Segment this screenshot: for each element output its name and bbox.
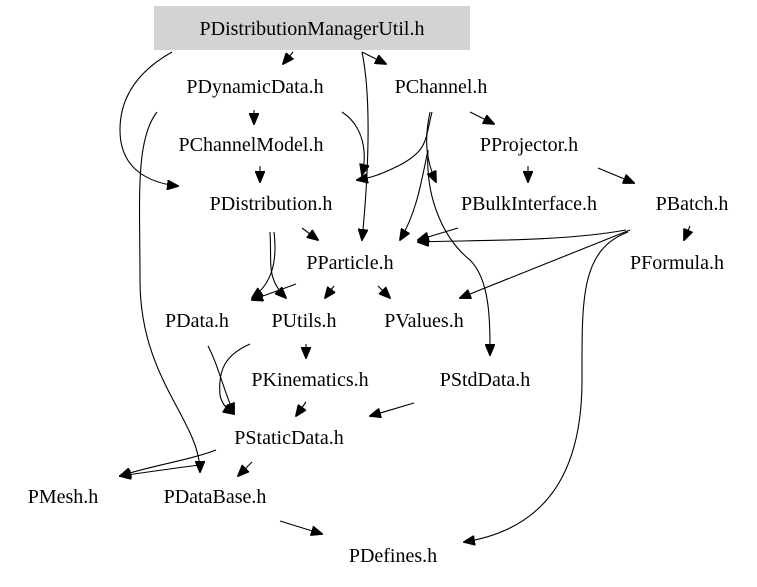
edge-batch-formula — [684, 225, 690, 240]
node-std-data[interactable]: PStdData.h — [440, 369, 531, 391]
edge-distribution-data — [252, 231, 276, 298]
edge-particle-data — [252, 283, 297, 300]
edge-batch-defines — [464, 231, 629, 542]
edge-root-channel — [361, 51, 386, 64]
edge-channel-bulkinterface — [426, 111, 436, 182]
edge-database-defines — [279, 520, 322, 534]
nodes: PDistributionManagerUtil.h PDynamicData.… — [28, 18, 729, 567]
node-batch[interactable]: PBatch.h — [656, 193, 729, 215]
edge-projector-batch — [597, 167, 634, 183]
root-node-box — [154, 6, 470, 50]
node-utils[interactable]: PUtils.h — [271, 310, 336, 332]
node-particle[interactable]: PParticle.h — [306, 252, 393, 274]
edge-channel-projector — [469, 111, 494, 124]
edges — [119, 51, 690, 542]
node-projector[interactable]: PProjector.h — [480, 134, 578, 156]
node-channel[interactable]: PChannel.h — [395, 76, 488, 98]
edge-stddata-staticdata — [370, 402, 415, 416]
node-data-base[interactable]: PDataBase.h — [164, 486, 267, 508]
node-distribution[interactable]: PDistribution.h — [210, 193, 333, 215]
edge-root-dynamicdata — [283, 51, 293, 64]
edge-channel-distribution — [357, 111, 433, 180]
edge-distribution-utils — [269, 231, 286, 298]
edge-distribution-particle — [301, 227, 318, 240]
edge-data-staticdata — [207, 345, 234, 414]
edge-kinematics-staticdata — [296, 401, 306, 416]
node-dynamic-data[interactable]: PDynamicData.h — [186, 76, 323, 98]
edge-staticdata-mesh — [120, 449, 217, 476]
node-mesh[interactable]: PMesh.h — [28, 486, 99, 508]
node-defines[interactable]: PDefines.h — [349, 545, 437, 567]
edge-dynamicdata-distribution — [341, 111, 364, 175]
node-root[interactable]: PDistributionManagerUtil.h — [200, 18, 425, 40]
edge-batch-particle — [418, 229, 627, 242]
node-channel-model[interactable]: PChannelModel.h — [179, 134, 324, 156]
edge-particle-utils — [325, 285, 334, 298]
edge-particle-values — [377, 285, 390, 298]
node-kinematics[interactable]: PKinematics.h — [251, 369, 368, 391]
edge-staticdata-database — [238, 461, 253, 476]
edge-utils-staticdata — [219, 343, 251, 414]
edge-bulkinterface-particle — [418, 227, 459, 240]
edge-root-particle — [362, 51, 369, 240]
node-data[interactable]: PData.h — [165, 310, 229, 332]
edge-dynamicdata-database — [138, 111, 200, 472]
edge-channel-particle — [400, 149, 429, 240]
edge-channel-stddata — [427, 149, 490, 355]
node-bulk-interface[interactable]: PBulkInterface.h — [461, 193, 597, 215]
node-static-data[interactable]: PStaticData.h — [234, 427, 343, 449]
edge-root-distribution — [119, 51, 178, 186]
node-values[interactable]: PValues.h — [384, 310, 463, 332]
edge-batch-values — [460, 229, 631, 298]
edge-database-mesh — [120, 464, 201, 476]
node-formula[interactable]: PFormula.h — [630, 252, 724, 274]
